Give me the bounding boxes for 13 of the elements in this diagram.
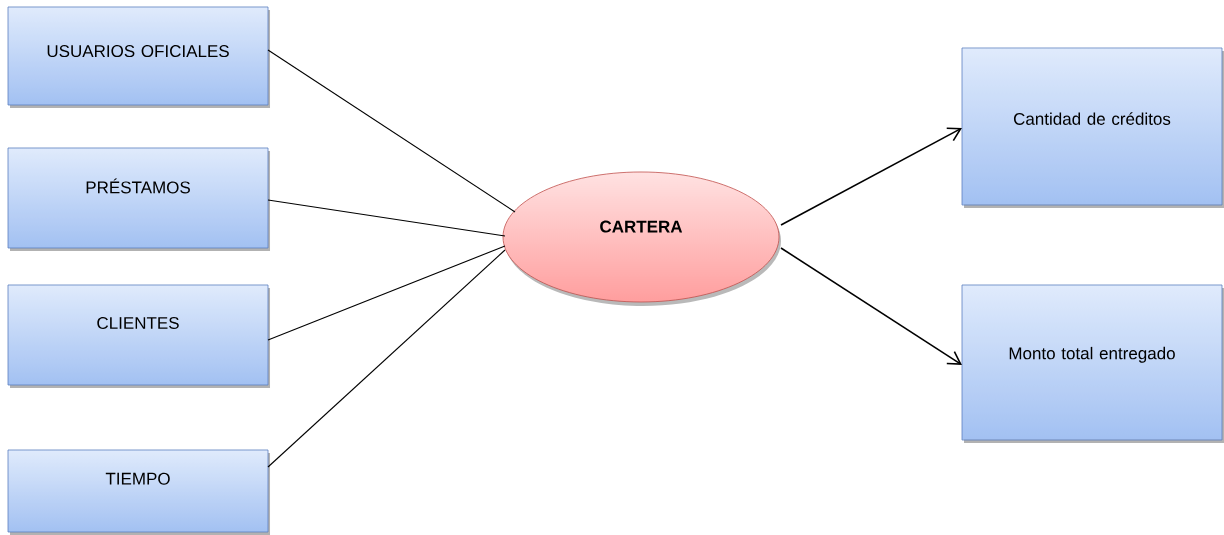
connector	[780, 247, 962, 365]
ellipse-node: CARTERA	[502, 171, 781, 306]
process-box: PRÉSTAMOS	[7, 147, 270, 251]
process-box: Cantidad de créditos	[961, 47, 1224, 208]
process-box: Monto total entregado	[961, 284, 1224, 443]
process-box: TIEMPO	[7, 449, 270, 535]
connector	[267, 49, 516, 213]
process-box: CLIENTES	[7, 284, 270, 388]
connector	[267, 245, 506, 341]
process-box: USUARIOS OFICIALES	[7, 6, 270, 108]
connector	[267, 249, 506, 468]
connector	[267, 199, 506, 237]
connector	[780, 127, 962, 226]
